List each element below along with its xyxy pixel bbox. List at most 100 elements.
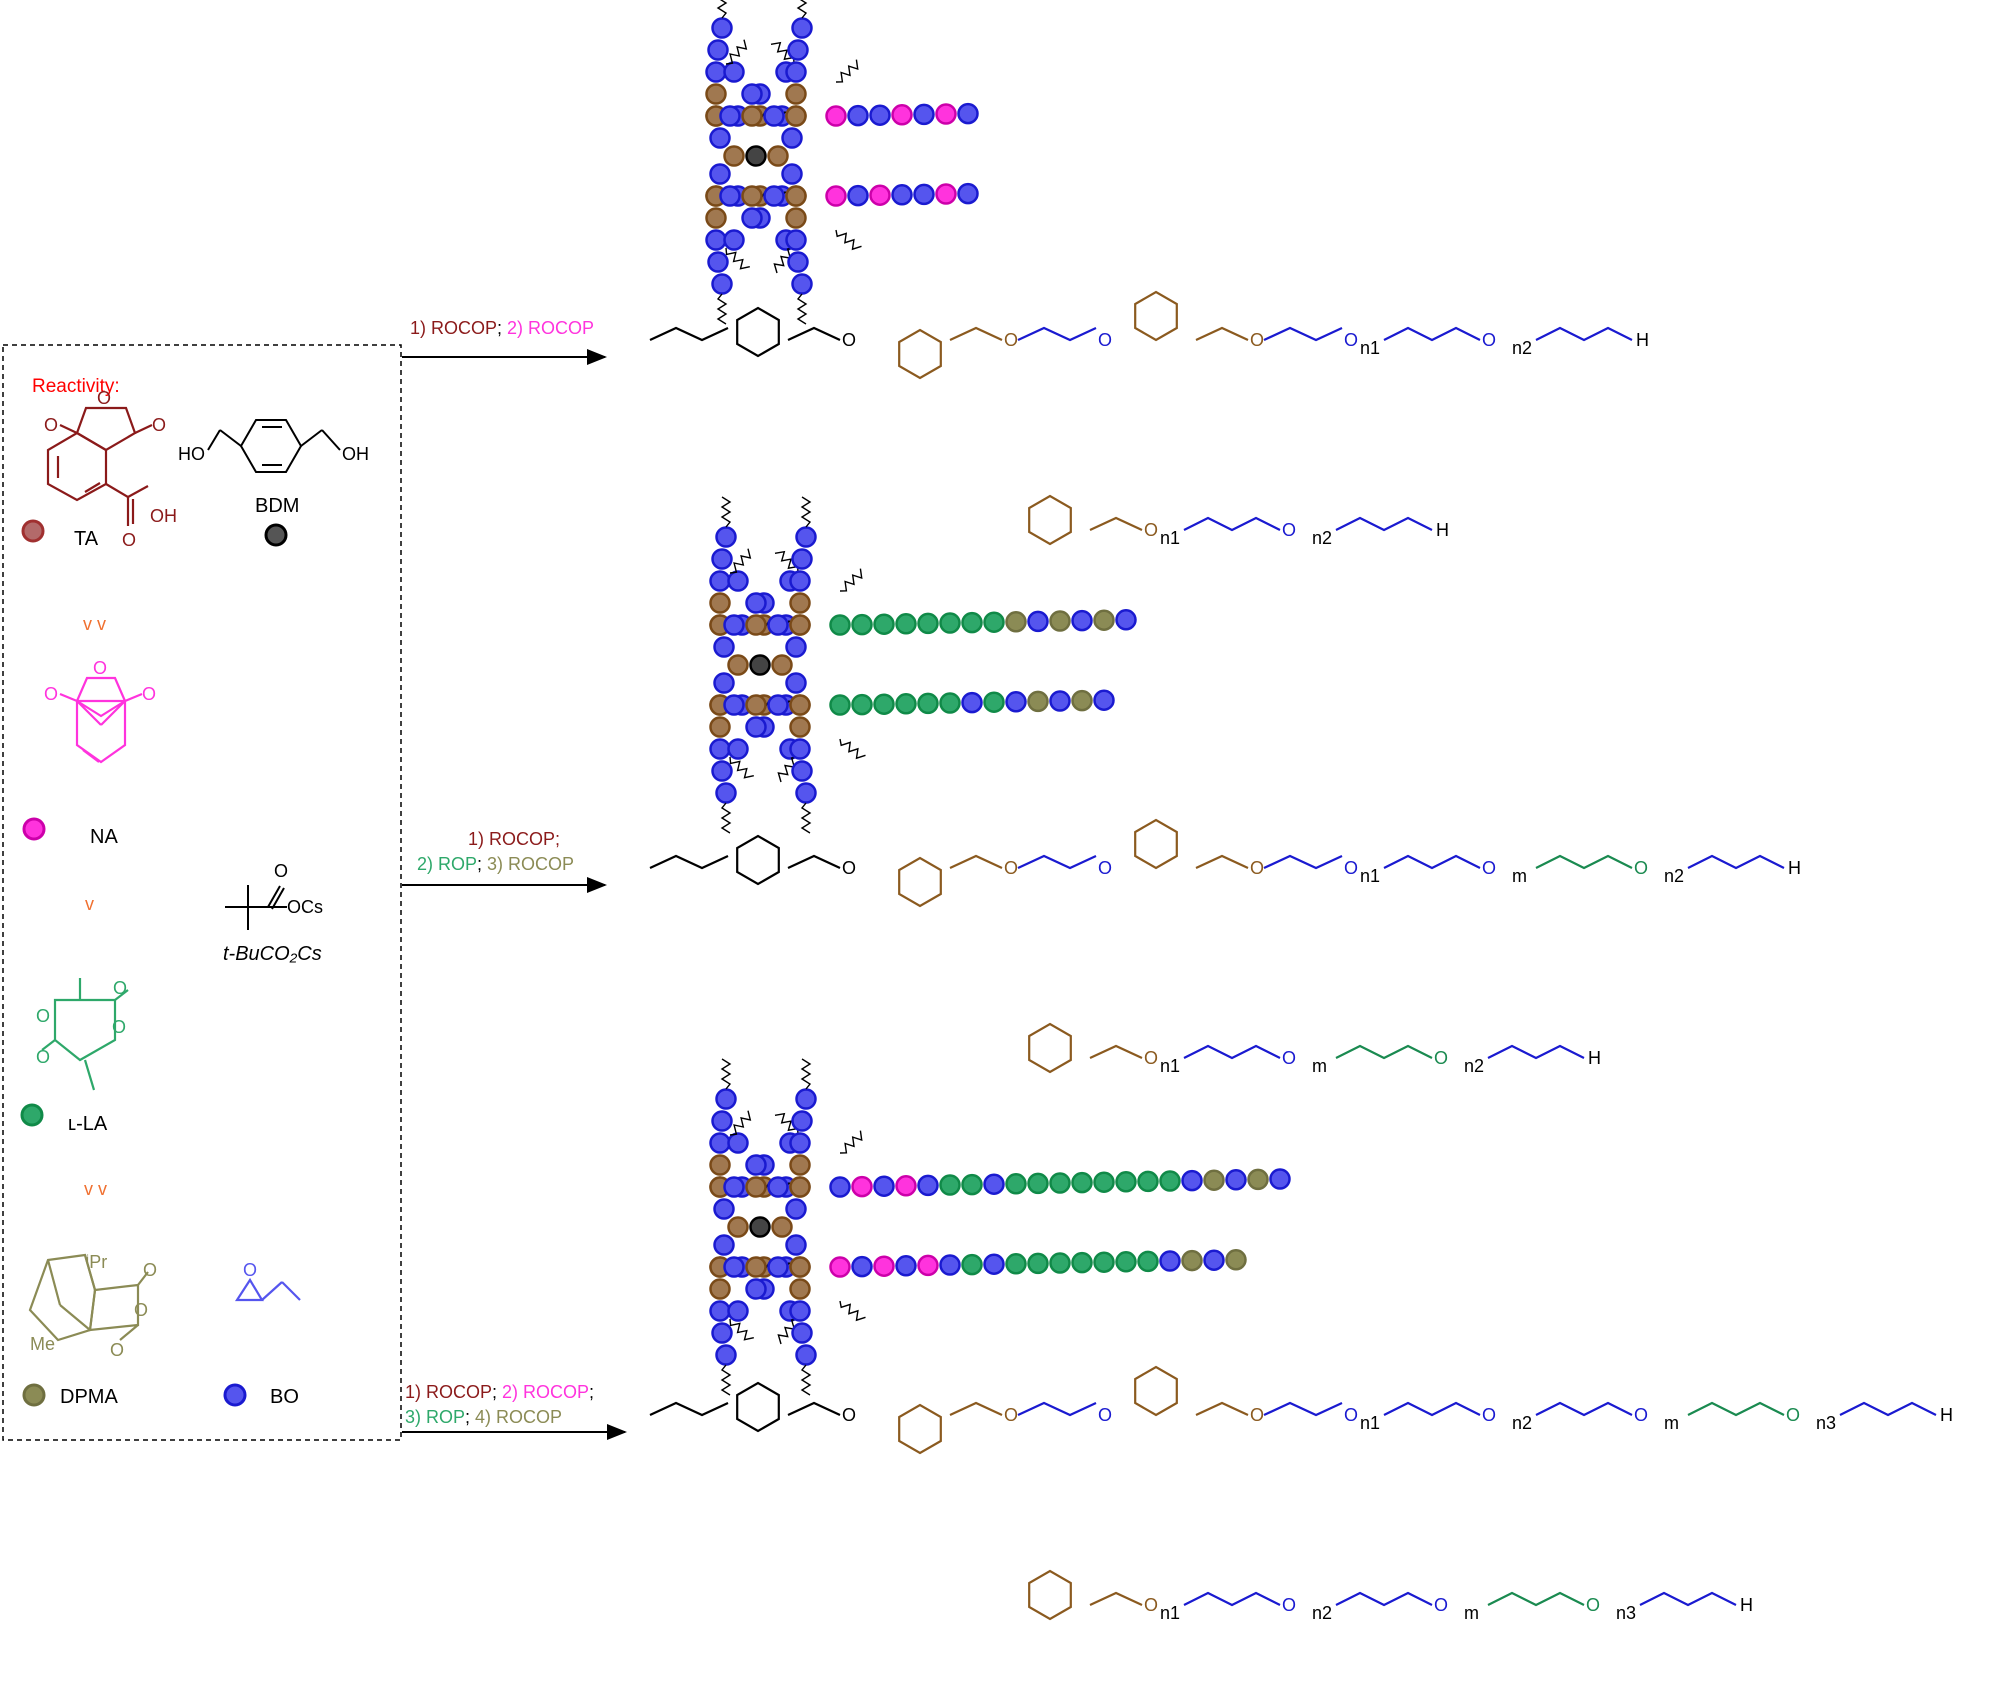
bead [705, 83, 727, 105]
bead [745, 614, 767, 636]
legend-border [2, 344, 402, 1441]
chain-bonds [787, 1401, 841, 1416]
chain-bonds [1535, 1401, 1633, 1417]
bead [713, 672, 735, 694]
bo-o: O [243, 1260, 257, 1280]
oxygen-label: O [1250, 1405, 1264, 1425]
oxygen-label: O [842, 1405, 856, 1425]
chain-bonds [1017, 1401, 1097, 1417]
order-marker-2: v [85, 894, 94, 914]
repeat-subscript: n2 [1464, 1056, 1484, 1076]
repeat-subscript: m [1312, 1056, 1327, 1076]
bead [785, 61, 807, 83]
aromatic-ring [1134, 1365, 1178, 1417]
oxygen-label: O [1004, 1405, 1018, 1425]
repeat-subscript: n1 [1360, 1413, 1380, 1433]
bead [895, 1175, 917, 1197]
chain-bonds [1535, 326, 1633, 342]
oxygen-label: O [1344, 1405, 1358, 1425]
dpma-o-3: O [110, 1340, 124, 1360]
bead [795, 1344, 817, 1366]
bead [873, 613, 895, 635]
bead [745, 716, 767, 738]
bead [869, 184, 891, 206]
bead [895, 693, 917, 715]
oxygen-label: O [1004, 858, 1018, 878]
chain-bonds [1335, 1591, 1433, 1607]
bead [709, 716, 731, 738]
chain-bonds [1487, 1044, 1585, 1060]
chain-bonds [1195, 854, 1249, 869]
core-bdm [749, 1216, 771, 1238]
repeat-subscript: n1 [1160, 1603, 1180, 1623]
bead [851, 613, 873, 636]
bead [1225, 1249, 1247, 1271]
bead [847, 104, 869, 127]
bead [939, 692, 961, 714]
chain-end-wiggle [800, 1058, 812, 1090]
bead [767, 694, 789, 716]
oxygen-label: O [1634, 858, 1648, 878]
condition-segment: 4) ROCOP [475, 1407, 562, 1427]
core-ta [767, 145, 789, 167]
bead [939, 612, 961, 634]
bo-bead [223, 1383, 247, 1407]
bead [851, 693, 873, 716]
bead [1049, 610, 1071, 632]
chain-bonds [649, 854, 729, 870]
chain-end-wiggle [839, 1130, 863, 1154]
bead [1049, 1172, 1071, 1194]
bead [895, 613, 917, 635]
repeat-subscript: n3 [1616, 1603, 1636, 1623]
core-ta [727, 1216, 749, 1238]
bead [851, 1175, 873, 1198]
catalyst-label: t-BuCO₂Cs [223, 943, 322, 965]
chain-end-wiggle [720, 1058, 732, 1090]
bead [1181, 1249, 1203, 1272]
core-bdm [745, 145, 767, 167]
aromatic-ring [1028, 1569, 1072, 1621]
oxygen-label: O [1344, 330, 1358, 350]
oxygen-label: O [1282, 1595, 1296, 1615]
bead [789, 716, 811, 738]
chain-end-wiggle [729, 1318, 754, 1341]
bead [791, 273, 813, 295]
bead [917, 612, 939, 635]
bead [789, 694, 811, 716]
bead [709, 1154, 731, 1176]
bead [705, 61, 727, 83]
bead [705, 229, 727, 251]
bead [767, 1176, 789, 1198]
bead [1027, 1172, 1049, 1195]
bead [935, 103, 957, 125]
star-polymer-2 [709, 496, 1137, 834]
chain-bonds [949, 1401, 1003, 1416]
reaction-2-conditions-line1: 1) ROCOP; [468, 829, 560, 849]
repeat-subscript: n2 [1312, 528, 1332, 548]
chain-end-h: H [1740, 1595, 1753, 1615]
chain-end-wiggle [800, 496, 812, 528]
bead [745, 592, 767, 614]
dpma-structure [28, 1253, 149, 1342]
bead [851, 1255, 873, 1278]
bead [705, 207, 727, 229]
bead [741, 105, 763, 127]
bead [829, 614, 851, 636]
catalyst-ocs: OCs [287, 897, 323, 917]
bead [1159, 1250, 1181, 1272]
bead [1071, 609, 1093, 632]
bead [763, 185, 785, 207]
core-ta [771, 1216, 793, 1238]
chain-bonds [649, 326, 729, 342]
bead [791, 1110, 813, 1132]
bdm-bead [264, 523, 288, 547]
chain-bonds [1383, 1401, 1481, 1417]
bead [895, 1255, 917, 1277]
bead [741, 207, 763, 229]
chain-end-wiggle [777, 756, 799, 783]
bead [707, 251, 729, 273]
aromatic-ring [736, 834, 780, 886]
